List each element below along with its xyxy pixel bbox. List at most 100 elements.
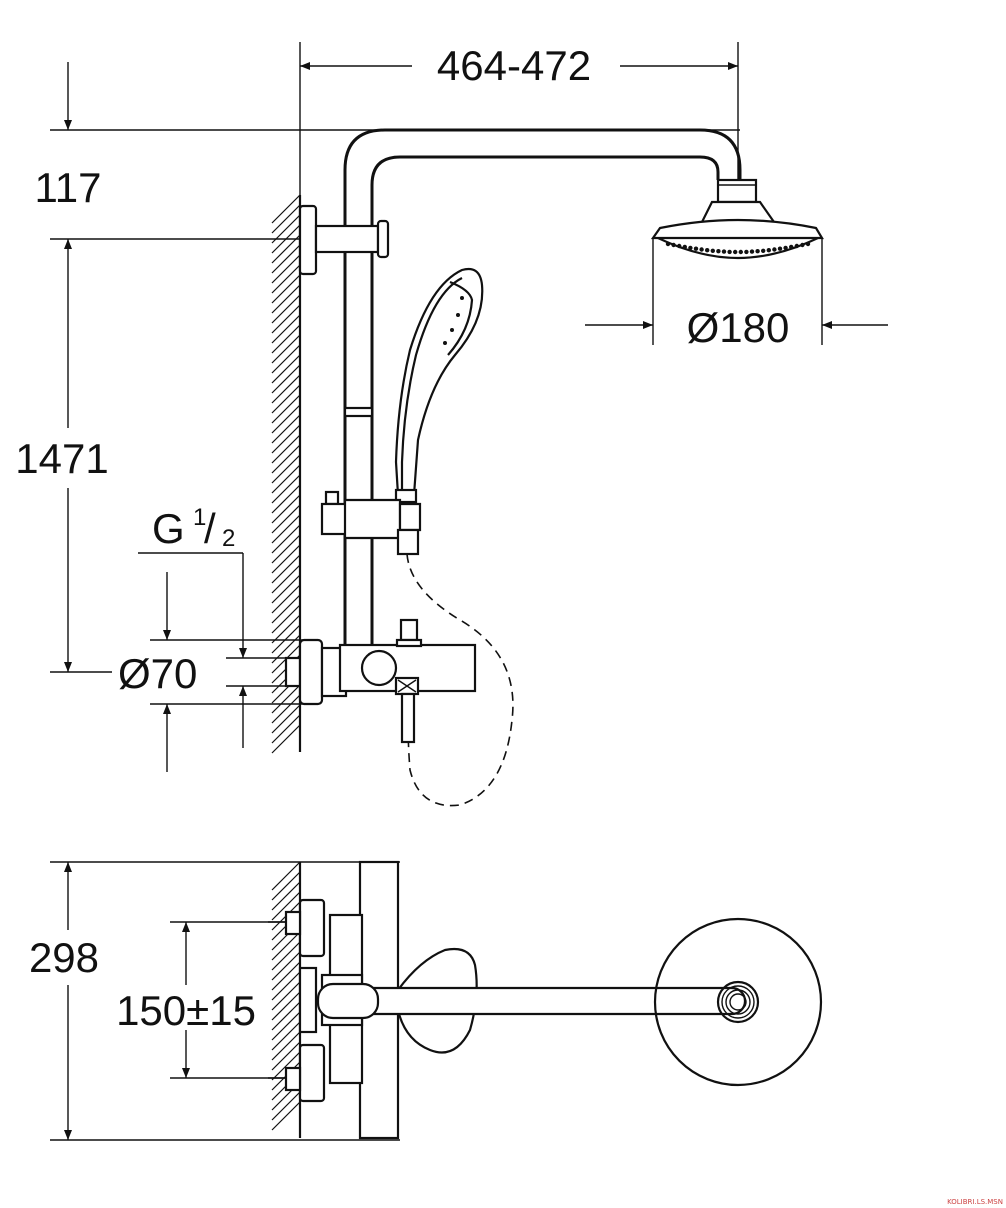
wall-hatch-line xyxy=(271,1051,301,1081)
nozzle-dot xyxy=(766,248,771,253)
nozzle-dot xyxy=(688,245,693,251)
thread-label-g: G xyxy=(152,505,185,552)
dimension-height-label: 1471 xyxy=(15,435,108,482)
watermark: KOLIBRI.LS.MSN xyxy=(947,1198,1003,1206)
dimension-center-spacing: 150±15 xyxy=(116,921,305,1079)
nozzle-dot xyxy=(710,248,715,253)
wall-hatch-line xyxy=(271,334,301,364)
nozzle-dot xyxy=(794,243,799,249)
hand-shower xyxy=(394,267,484,504)
shower-head-top-view xyxy=(653,917,823,1087)
wall-hatch-line xyxy=(271,384,301,414)
nozzle-dot xyxy=(744,249,749,255)
wall-hatch-line xyxy=(271,264,301,294)
wall-hatch-line xyxy=(271,514,301,544)
nozzle-dot xyxy=(805,241,811,247)
wall-hatch-line xyxy=(271,284,301,314)
nozzle-dot xyxy=(772,247,777,252)
dimension-center-spacing-label: 150±15 xyxy=(116,987,256,1034)
wall-hatch-line xyxy=(271,1011,301,1041)
nozzle-dot xyxy=(738,249,743,255)
wall-hatch-line xyxy=(271,564,301,594)
wall-hatch-line xyxy=(271,584,301,614)
thread-label-slash: / xyxy=(204,505,216,552)
wall-hatch-line xyxy=(271,891,301,921)
dimension-top-offset-label: 117 xyxy=(35,164,102,211)
wall-hatch-line xyxy=(271,194,301,224)
wall-hatch-line xyxy=(271,354,301,384)
wall-hatch-line xyxy=(271,324,301,354)
wall-hatch-line xyxy=(271,684,301,714)
wall-hatch-line xyxy=(271,444,301,474)
wall-hatch-line xyxy=(271,1101,301,1131)
nozzle-dot xyxy=(800,242,805,248)
wall-hatch-line xyxy=(271,624,301,654)
nozzle-dot xyxy=(721,249,727,254)
wall-hatch-line xyxy=(271,574,301,604)
dimension-head-diameter-label: Ø180 xyxy=(687,304,790,351)
wall-hatch-line xyxy=(271,534,301,564)
wall-hatch-line xyxy=(271,484,301,514)
wall-hatch-line xyxy=(271,951,301,981)
wall-hatch-line xyxy=(271,981,301,1011)
nozzle-dot xyxy=(755,249,760,254)
wall-hatch-line xyxy=(271,1041,301,1071)
dimension-width-label: 464-472 xyxy=(437,42,591,89)
wall-hatch-line xyxy=(271,1021,301,1051)
dimension-height: 1471 xyxy=(15,239,112,673)
wall-hatch-line xyxy=(271,554,301,584)
nozzle-dot xyxy=(716,249,721,254)
nozzle-dot xyxy=(705,248,710,253)
wall-hatch-line xyxy=(271,871,301,901)
wall-hatch-line xyxy=(271,364,301,394)
wall-hatch-line xyxy=(271,294,301,324)
dimension-top-offset: 117 xyxy=(35,62,740,240)
nozzle-dot xyxy=(783,245,788,251)
wall-hatch-line xyxy=(271,524,301,554)
wall-hatch-line xyxy=(271,594,301,624)
wall-hatch-line xyxy=(271,714,301,744)
wall-hatch-line xyxy=(271,454,301,484)
nozzle-dot xyxy=(727,249,732,255)
nozzle-dot xyxy=(749,249,755,254)
nozzle-dot xyxy=(789,244,794,250)
wall-hatch-line xyxy=(271,1001,301,1031)
nozzle-dot xyxy=(665,241,671,247)
wall-hatch-line xyxy=(271,704,301,734)
nozzle-dot xyxy=(693,246,699,251)
wall-hatch-line xyxy=(271,254,301,284)
dimension-escutcheon: Ø70 xyxy=(118,572,310,772)
wall-hatch-line xyxy=(271,1031,301,1061)
nozzle-dot xyxy=(733,249,738,255)
wall-hatch-line xyxy=(271,991,301,1021)
wall-top-view xyxy=(271,861,302,1138)
wall-hatch-line xyxy=(271,374,301,404)
wall-hatch-line xyxy=(271,244,301,274)
wall-hatch-line xyxy=(271,961,301,991)
wall-side-view xyxy=(271,194,302,754)
dimension-thread: G 1 / 2 xyxy=(138,504,290,748)
overhead-shower-head xyxy=(650,178,824,260)
wall-hatch-line xyxy=(271,314,301,344)
nozzle-dot xyxy=(761,248,766,253)
wall-hatch-line xyxy=(271,1091,301,1121)
nozzle-dot xyxy=(671,242,676,248)
shower-arm-top-view xyxy=(316,982,747,1020)
riser-pipe xyxy=(343,128,742,650)
thread-label-denominator: 2 xyxy=(222,525,235,552)
hose-dashed xyxy=(406,553,514,807)
dimension-depth: 298 xyxy=(29,861,400,1141)
wall-hatch-line xyxy=(271,614,301,644)
wall-hatch-line xyxy=(271,941,301,971)
wall-hatch-line xyxy=(271,414,301,444)
wall-hatch-line xyxy=(271,931,301,961)
thermostat-mixer xyxy=(284,618,477,744)
wall-hatch-line xyxy=(271,861,301,891)
wall-hatch-line xyxy=(271,724,301,754)
nozzle-dot xyxy=(699,247,704,252)
wall-hatch-line xyxy=(271,694,301,724)
nozzle-dot xyxy=(777,246,783,251)
dimension-escutcheon-label: Ø70 xyxy=(118,650,197,697)
nozzle-dot xyxy=(677,243,682,249)
